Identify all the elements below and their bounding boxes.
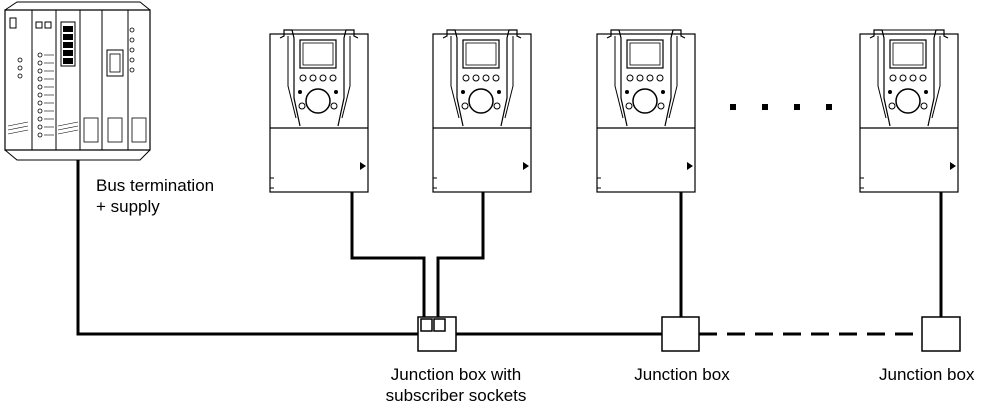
- bus-termination-line-1: Bus termination: [96, 176, 215, 195]
- junction-box-icon: [661, 316, 700, 352]
- junction-box-label: Junction box: [879, 365, 975, 384]
- drive-4-icon: [859, 29, 959, 193]
- bus-termination-label: Bus termination + supply: [96, 175, 214, 217]
- plc-controller-icon: [4, 1, 151, 161]
- junction-box-sockets-label: Junction box with subscriber sockets: [368, 364, 544, 406]
- drop-cable-2: [436, 192, 485, 318]
- bus-cable: [76, 160, 418, 336]
- junction-box-sockets-line-1: Junction box with: [390, 365, 522, 384]
- drop-cable-1: [350, 192, 426, 318]
- drive-3-icon: [596, 29, 696, 193]
- junction-box-icon: [921, 316, 961, 352]
- drive-2-icon: [432, 29, 532, 193]
- junction-box-with-sockets-icon: [417, 316, 457, 352]
- ellipsis-dots-icon: [730, 104, 832, 110]
- junction-box-sockets-line-2: subscriber sockets: [385, 386, 527, 405]
- drive-1-icon: [269, 29, 369, 193]
- junction-box-label: Junction box: [634, 365, 730, 384]
- bus-termination-line-2: + supply: [96, 197, 160, 216]
